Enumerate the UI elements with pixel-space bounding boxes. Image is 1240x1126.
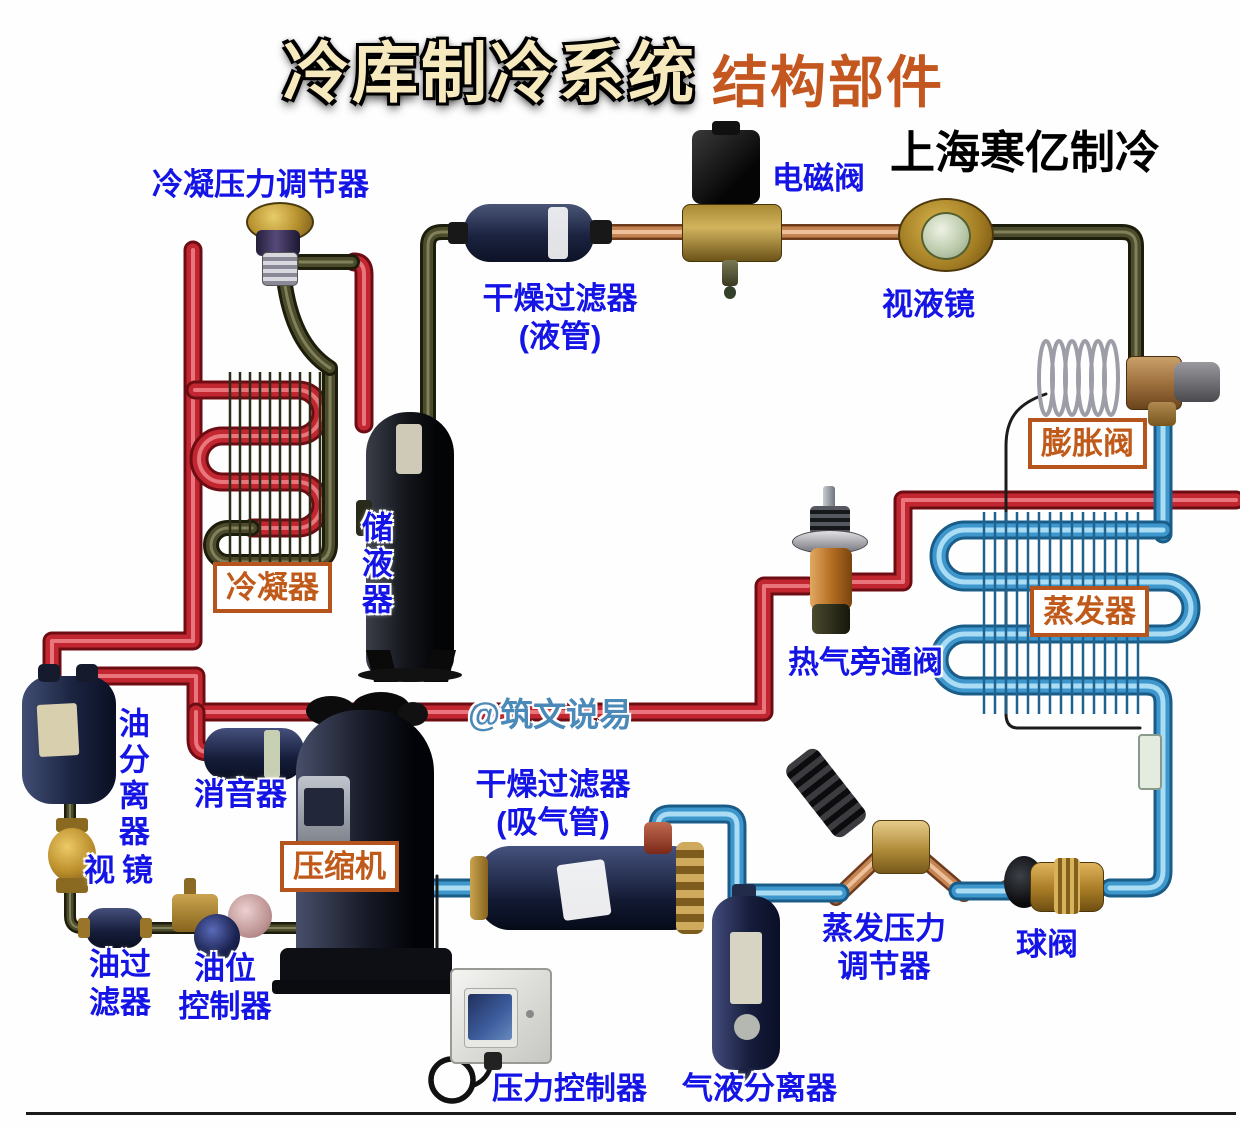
- filter-drier-suction-right-cap: [676, 842, 704, 934]
- expansion-valve-spring: [1037, 339, 1120, 417]
- label-evaporator: 蒸发器: [1030, 586, 1149, 638]
- watermark-text: @筑文说易: [468, 696, 633, 733]
- label-hot-gas-bypass-valve: 热气旁通阀: [788, 645, 943, 680]
- label-sight-glass-oil: 视镜: [84, 853, 160, 888]
- pressure-controller-dot: [526, 1010, 534, 1018]
- label-condenser: 冷凝器: [213, 562, 332, 614]
- bypass-valve-body: [810, 548, 852, 610]
- page-title: 冷库制冷系统: [283, 36, 697, 110]
- condenser-fins: [228, 372, 322, 570]
- filter-drier-suction-label: [556, 858, 612, 922]
- muffler-band: [264, 730, 280, 778]
- receiver-side-valve: [356, 500, 372, 536]
- label-ball-valve: 球阀: [1016, 927, 1078, 962]
- compressor-terminal-screen: [304, 788, 344, 826]
- muffler-body: [204, 728, 304, 780]
- label-condensing-pressure-regulator: 冷凝压力调节器: [152, 167, 369, 202]
- label-compressor: 压缩机: [280, 841, 399, 893]
- accumulator-bottom-stub: [738, 1068, 754, 1086]
- label-filter-drier-liquid: 干燥过滤器 (液管): [482, 281, 638, 354]
- label-filter-drier-suction: 干燥过滤器 (吸气管): [475, 767, 631, 840]
- receiver-base-shadow: [358, 668, 462, 682]
- filter-drier-liquid-left-fitting: [448, 222, 468, 244]
- oil-separator-label: [36, 702, 80, 758]
- bottom-divider: [26, 1112, 1236, 1115]
- label-receiver: 储液器: [356, 511, 392, 619]
- oil-filter-left-tip: [78, 918, 90, 938]
- label-oil-filter: 油过 滤器: [89, 947, 151, 1020]
- oil-level-controller-blue-knob: [194, 914, 240, 960]
- label-evaporating-pressure-regulator: 蒸发压力 调节器: [822, 911, 946, 984]
- accumulator-oval: [734, 1014, 760, 1040]
- expansion-valve-bottom-fitting: [1148, 402, 1176, 426]
- label-muffler: 消音器: [194, 777, 287, 812]
- solenoid-valve-tip: [724, 286, 736, 299]
- filter-drier-liquid-body: [464, 204, 594, 262]
- label-oil-separator: 油分离器: [113, 707, 149, 851]
- cpr-valve-neck: [256, 230, 300, 256]
- solenoid-coil: [692, 130, 760, 204]
- expansion-valve-body: [1126, 356, 1182, 410]
- sight-glass-liquid-lens: [921, 212, 971, 260]
- oil-sight-glass-ball: [48, 828, 96, 882]
- oil-separator-port-right: [76, 664, 98, 682]
- oil-filter-body: [86, 908, 144, 948]
- expansion-valve-tee: [1174, 362, 1220, 402]
- label-solenoid-valve: 电磁阀: [772, 161, 865, 196]
- controller-cable-coil: [428, 1056, 476, 1104]
- filter-drier-suction-top-fitting: [644, 822, 672, 854]
- page-title-accent: 结构部件: [712, 51, 944, 114]
- solenoid-coil-top: [712, 121, 740, 135]
- brand-text: 上海寒亿制冷: [890, 127, 1161, 178]
- filter-drier-suction-left-cap: [470, 856, 488, 920]
- bypass-valve-stem: [823, 486, 835, 512]
- epr-hex-body: [872, 820, 930, 874]
- compressor-base-plate: [272, 980, 460, 994]
- pressure-controller-screen: [468, 994, 512, 1040]
- pressure-controller-connector: [484, 1052, 502, 1070]
- filter-drier-liquid-label-band: [548, 207, 568, 259]
- oil-sight-glass-bottom-nut: [56, 878, 88, 893]
- label-suction-accumulator: 气液分离器: [682, 1071, 837, 1106]
- cpr-valve-ribs: [262, 252, 298, 286]
- filter-drier-liquid-right-fitting: [590, 220, 612, 244]
- bypass-valve-bottom-tube: [812, 604, 850, 634]
- receiver-label: [396, 424, 422, 474]
- label-pressure-controller: 压力控制器: [492, 1071, 647, 1106]
- oil-filter-right-tip: [140, 918, 152, 938]
- solenoid-valve-body: [682, 204, 782, 262]
- solenoid-valve-stem: [722, 260, 738, 286]
- label-oil-level-controller: 油位 控制器: [178, 951, 272, 1024]
- label-sight-glass-liquid: 视液镜: [882, 287, 975, 322]
- oil-separator-port-left: [38, 664, 60, 682]
- txv-bulb: [1138, 734, 1162, 790]
- ball-valve-ridges: [1054, 858, 1080, 914]
- accumulator-label: [730, 932, 762, 1004]
- label-expansion-valve: 膨胀阀: [1028, 418, 1147, 470]
